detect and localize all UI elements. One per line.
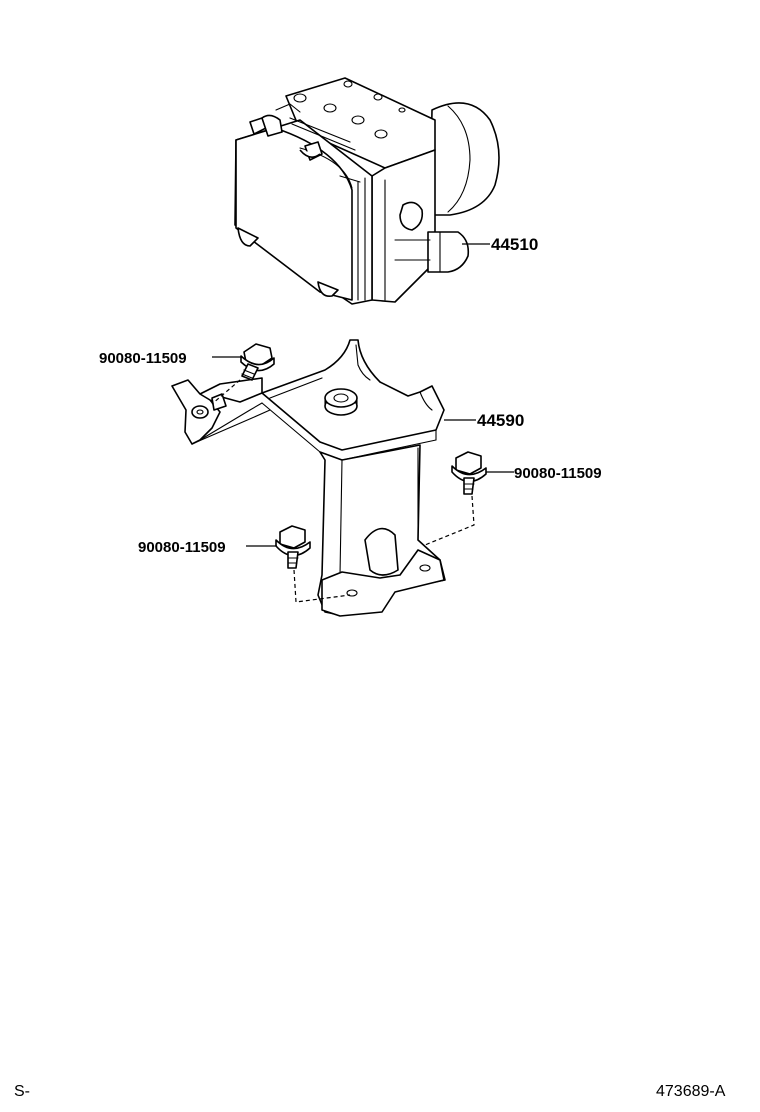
label-bolt-bottom-left: 90080-11509: [138, 539, 226, 556]
illustration-id: 473689-A: [656, 1083, 726, 1100]
flange-bolt-bottom-left: [275, 525, 311, 569]
footer-left-code: S-: [14, 1083, 30, 1100]
flange-bolt-top-left: [240, 343, 275, 381]
label-bolt-right: 90080-11509: [514, 465, 602, 482]
label-44590: 44590: [477, 411, 524, 430]
flange-bolt-right: [451, 451, 487, 495]
abs-actuator-assembly: [234, 77, 500, 305]
abs-bracket: [171, 339, 446, 617]
label-bolt-top-left: 90080-11509: [99, 350, 187, 367]
label-44510: 44510: [491, 235, 538, 254]
